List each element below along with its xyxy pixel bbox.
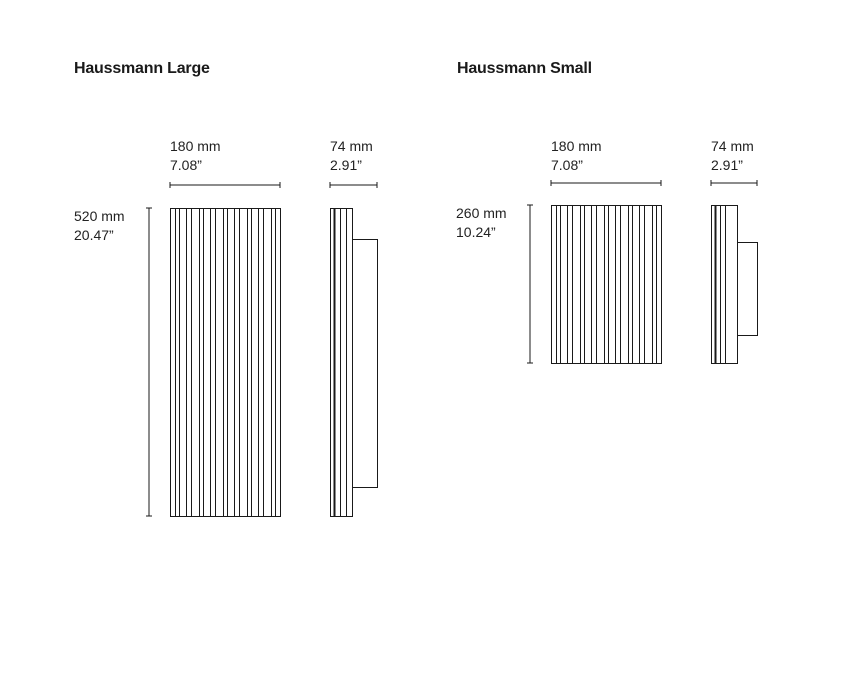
small-height-dimension-line bbox=[527, 204, 533, 364]
large-drawing bbox=[146, 182, 378, 517]
small-side-view bbox=[711, 205, 758, 364]
small-width-in: 7.08” bbox=[551, 157, 583, 173]
large-depth-dimension-line bbox=[329, 182, 378, 188]
large-side-view bbox=[330, 208, 378, 517]
large-width-label: 180 mm 7.08” bbox=[170, 137, 221, 175]
large-height-label: 520 mm 20.47” bbox=[74, 207, 125, 245]
small-depth-in: 2.91” bbox=[711, 157, 743, 173]
small-height-label: 260 mm 10.24” bbox=[456, 204, 507, 242]
large-height-in: 20.47” bbox=[74, 227, 114, 243]
small-front-view bbox=[551, 205, 662, 364]
large-title: Haussmann Large bbox=[74, 60, 210, 77]
large-front-view bbox=[170, 208, 281, 517]
small-title: Haussmann Small bbox=[457, 60, 592, 77]
large-width-dimension-line bbox=[169, 182, 281, 188]
small-depth-mm: 74 mm bbox=[711, 138, 754, 154]
small-depth-dimension-line bbox=[710, 180, 758, 186]
small-width-mm: 180 mm bbox=[551, 138, 602, 154]
small-drawing bbox=[527, 180, 758, 364]
small-width-dimension-line bbox=[550, 180, 662, 186]
small-width-label: 180 mm 7.08” bbox=[551, 137, 602, 175]
large-height-dimension-line bbox=[146, 207, 152, 517]
small-height-in: 10.24” bbox=[456, 224, 496, 240]
large-height-mm: 520 mm bbox=[74, 208, 125, 224]
small-depth-label: 74 mm 2.91” bbox=[711, 137, 754, 175]
large-depth-in: 2.91” bbox=[330, 157, 362, 173]
large-depth-label: 74 mm 2.91” bbox=[330, 137, 373, 175]
small-height-mm: 260 mm bbox=[456, 205, 507, 221]
large-depth-mm: 74 mm bbox=[330, 138, 373, 154]
large-width-mm: 180 mm bbox=[170, 138, 221, 154]
large-width-in: 7.08” bbox=[170, 157, 202, 173]
